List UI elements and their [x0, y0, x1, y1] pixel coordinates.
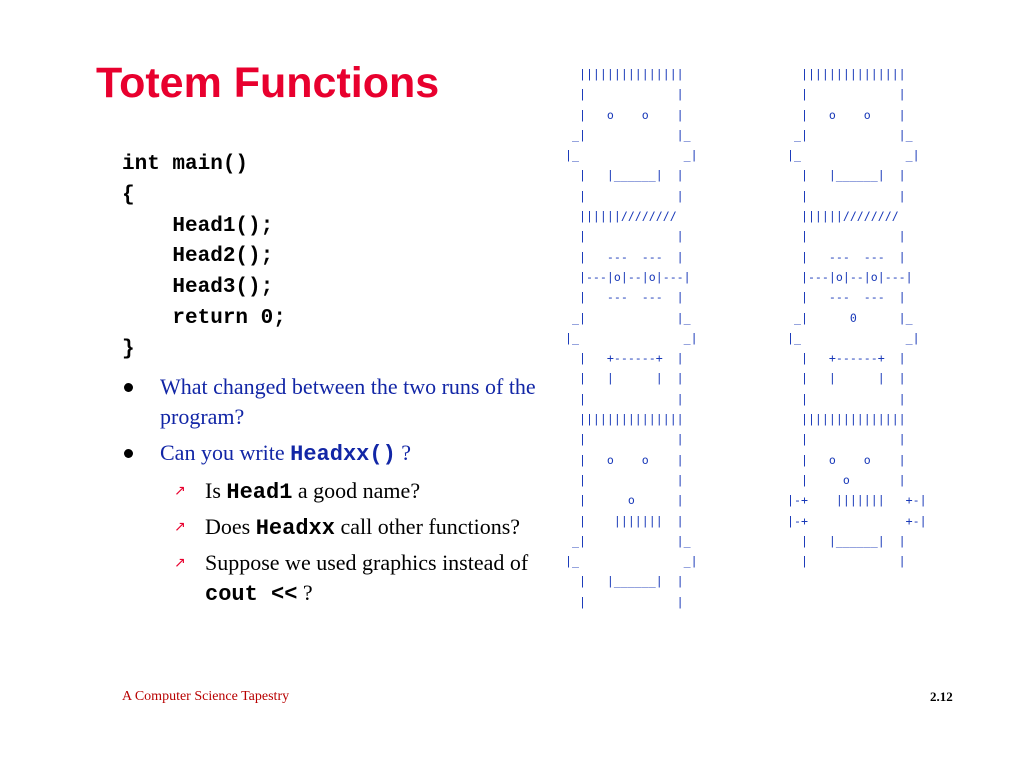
bullet-dot-icon	[124, 383, 133, 392]
sub-bullet-suffix: call other functions?	[334, 514, 521, 539]
arrow-icon: ↗	[174, 483, 186, 499]
code-block: int main() { Head1(); Head2(); Head3(); …	[122, 153, 286, 361]
sub-bullet-code: Headxx	[255, 516, 335, 541]
footer-book-title: A Computer Science Tapestry	[122, 689, 290, 704]
bullet-code: Headxx()	[290, 442, 396, 467]
arrow-icon: ↗	[174, 555, 186, 571]
sub-bullet-suffix: a good name?	[292, 478, 421, 503]
sub-bullet-item: ↗ Is Head1 a good name?	[118, 476, 538, 508]
bullet-dot-icon	[124, 449, 133, 458]
sub-bullet-prefix: Is	[205, 478, 227, 503]
arrow-icon: ↗	[174, 519, 186, 535]
bullet-item: What changed between the two runs of the…	[118, 372, 538, 432]
bullet-suffix: ?	[395, 440, 412, 465]
sub-bullet-prefix: Suppose we used graphics instead of	[205, 550, 529, 575]
bullet-text: What changed between the two runs of the…	[160, 374, 536, 429]
slide-title: Totem Functions	[96, 59, 440, 107]
bullet-list: What changed between the two runs of the…	[118, 372, 538, 614]
sub-bullet-code: Head1	[226, 480, 293, 505]
sub-bullet-item: ↗ Suppose we used graphics instead of co…	[118, 548, 538, 610]
sub-bullet-prefix: Does	[205, 514, 256, 539]
bullet-item: Can you write Headxx() ?	[118, 438, 538, 470]
totem-left-ascii: ||||||||||||||| | | | o o | _| |_ |_ _| …	[565, 67, 698, 609]
sub-bullet-suffix: ?	[297, 580, 313, 605]
sub-bullet-code: cout <<	[205, 582, 298, 607]
page-number: 2.12	[930, 689, 953, 704]
sub-bullet-item: ↗ Does Headxx call other functions?	[118, 512, 538, 544]
totem-right-ascii: ||||||||||||||| | | | o o | _| |_ |_ _| …	[787, 67, 927, 569]
bullet-prefix: Can you write	[160, 440, 291, 465]
